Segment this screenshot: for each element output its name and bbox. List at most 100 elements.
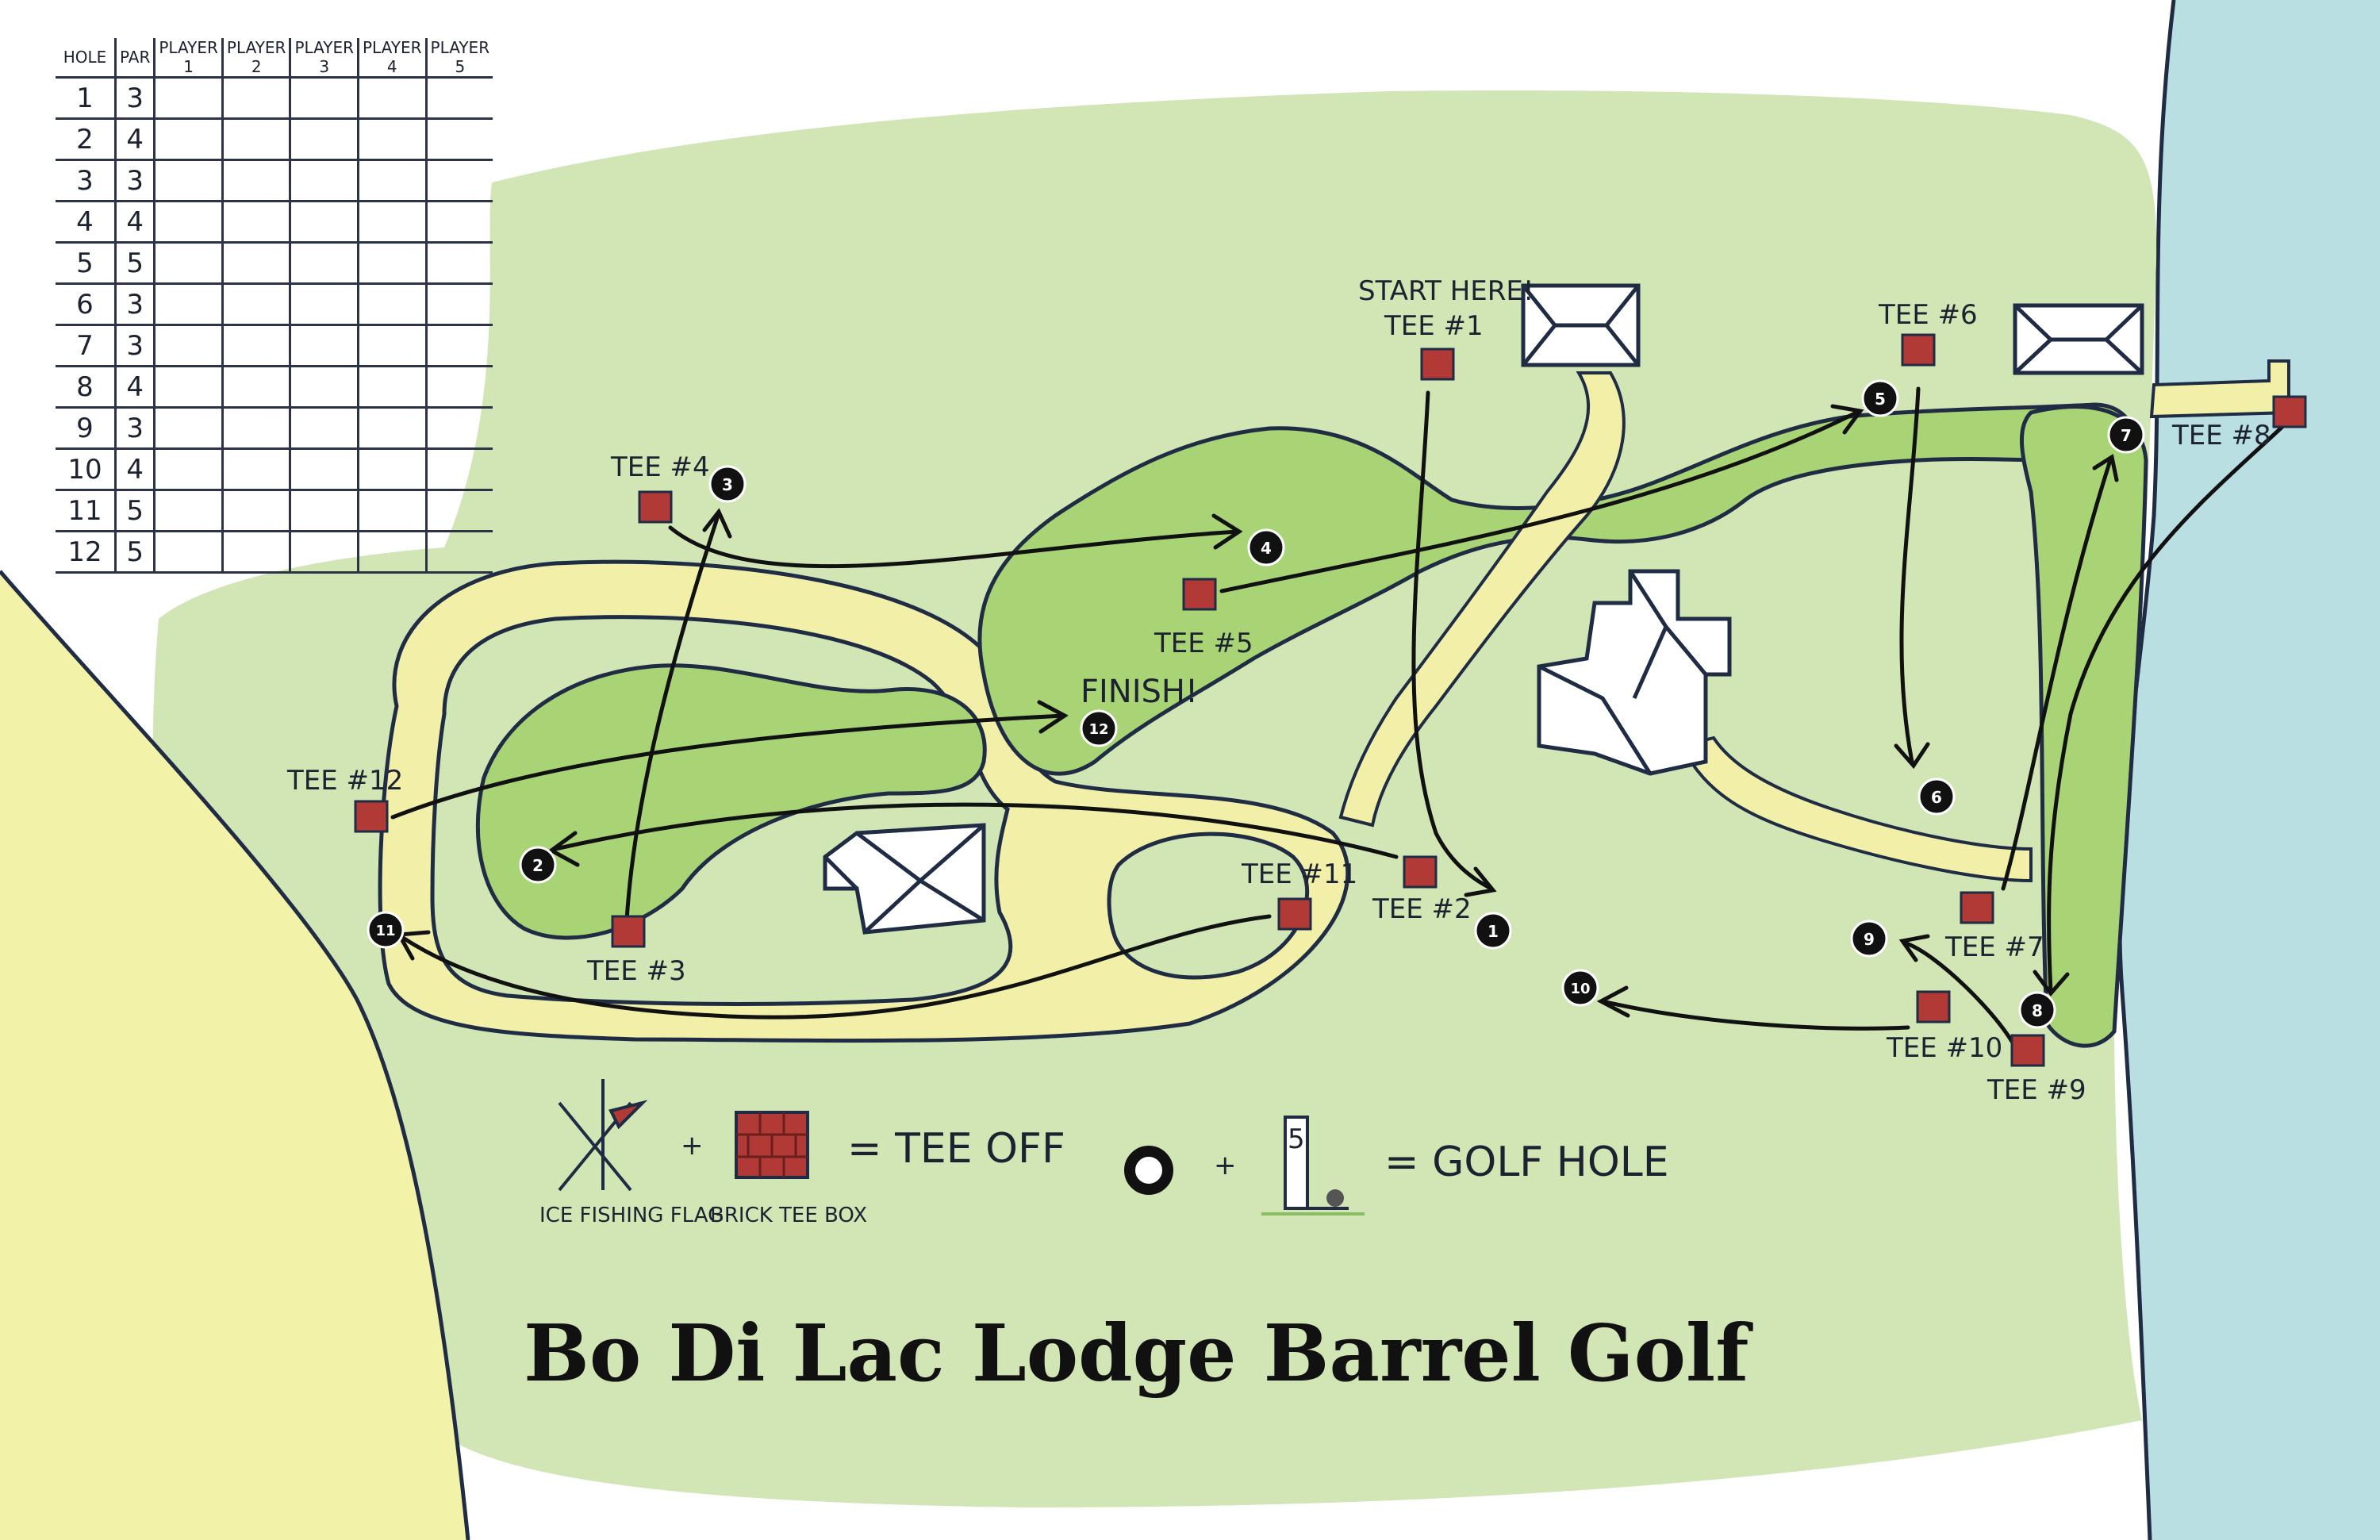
tee-label-7: TEE #7	[1944, 931, 2044, 963]
player-3-score-cell[interactable]	[289, 448, 359, 491]
player-3-score-cell[interactable]	[289, 118, 359, 161]
header-hole: HOLE	[56, 38, 116, 79]
player-2-score-cell[interactable]	[221, 159, 290, 202]
player-3-score-cell[interactable]	[289, 77, 359, 120]
player-5-score-cell[interactable]	[424, 242, 493, 285]
player-2-score-cell[interactable]	[221, 448, 290, 491]
shot-arrows	[390, 386, 2287, 1050]
hole-number-cell: 10	[56, 448, 116, 491]
hole-number-cell: 11	[56, 490, 116, 532]
player-4-score-cell[interactable]	[357, 242, 427, 285]
player-2-score-cell[interactable]	[221, 242, 290, 285]
par-cell: 3	[113, 325, 155, 367]
tee-label-1: TEE #1	[1384, 310, 1484, 342]
player-2-score-cell[interactable]	[221, 531, 290, 574]
par-cell: 3	[113, 407, 155, 450]
player-5-score-cell[interactable]	[424, 366, 493, 409]
player-3-score-cell[interactable]	[289, 283, 359, 326]
hole-number-cell: 9	[56, 407, 116, 450]
player-5-score-cell[interactable]	[424, 201, 493, 244]
dock	[2149, 359, 2290, 419]
player-5-score-cell[interactable]	[424, 448, 493, 491]
plus-sign-tee: +	[681, 1130, 704, 1162]
hole-marker-11: 11	[367, 911, 405, 949]
player-1-score-cell[interactable]	[153, 325, 223, 367]
player-4-score-cell[interactable]	[357, 159, 427, 202]
player-5-score-cell[interactable]	[424, 77, 493, 120]
player-2-score-cell[interactable]	[221, 325, 290, 367]
player-4-score-cell[interactable]	[357, 531, 427, 574]
player-4-score-cell[interactable]	[357, 448, 427, 491]
player-5-score-cell[interactable]	[424, 407, 493, 450]
player-1-score-cell[interactable]	[153, 490, 223, 532]
player-1-score-cell[interactable]	[153, 242, 223, 285]
left-road	[0, 571, 468, 1540]
svg-text:4: 4	[1261, 539, 1272, 558]
par-cell: 4	[113, 448, 155, 491]
player-1-score-cell[interactable]	[153, 366, 223, 409]
hole-number-cell: 7	[56, 325, 116, 367]
player-5-score-cell[interactable]	[424, 490, 493, 532]
player-4-score-cell[interactable]	[357, 366, 427, 409]
player-1-score-cell[interactable]	[153, 531, 223, 574]
player-3-score-cell[interactable]	[289, 366, 359, 409]
hole-marker-5: 5	[1861, 379, 1899, 417]
player-3-score-cell[interactable]	[289, 242, 359, 285]
player-2-score-cell[interactable]	[221, 118, 290, 161]
hole-marker-10: 10	[1561, 969, 1599, 1007]
arrow-heads	[395, 404, 2119, 1018]
player-2-score-cell[interactable]	[221, 283, 290, 326]
player-4-score-cell[interactable]	[357, 283, 427, 326]
player-4-score-cell[interactable]	[357, 325, 427, 367]
par-cell: 4	[113, 118, 155, 161]
tee-box-11	[1277, 897, 1312, 931]
player-4-score-cell[interactable]	[357, 201, 427, 244]
player-4-score-cell[interactable]	[357, 407, 427, 450]
tee-box-10	[1916, 990, 1951, 1023]
player-4-score-cell[interactable]	[357, 490, 427, 532]
player-5-score-cell[interactable]	[424, 159, 493, 202]
player-5-score-cell[interactable]	[424, 531, 493, 574]
tee-label-6: TEE #6	[1878, 299, 1978, 331]
scorecard-header-row: HOLE PAR PLAYER 1 PLAYER 2 PLAYER 3 PLAY…	[56, 38, 493, 79]
player-2-score-cell[interactable]	[221, 77, 290, 120]
player-2-score-cell[interactable]	[221, 490, 290, 532]
player-5-score-cell[interactable]	[424, 118, 493, 161]
player-4-score-cell[interactable]	[357, 118, 427, 161]
player-1-score-cell[interactable]	[153, 159, 223, 202]
player-3-score-cell[interactable]	[289, 201, 359, 244]
fairway-west	[475, 663, 987, 940]
player-3-score-cell[interactable]	[289, 325, 359, 367]
player-1-score-cell[interactable]	[153, 118, 223, 161]
hole-marker-12: 12	[1080, 709, 1118, 747]
brick-caption: BRICK TEE BOX	[710, 1204, 867, 1227]
player-3-score-cell[interactable]	[289, 159, 359, 202]
par-cell: 5	[113, 490, 155, 532]
player-3-score-cell[interactable]	[289, 407, 359, 450]
player-5-score-cell[interactable]	[424, 283, 493, 326]
player-2-score-cell[interactable]	[221, 407, 290, 450]
player-1-score-cell[interactable]	[153, 201, 223, 244]
tee-box-3	[611, 915, 646, 948]
player-5-score-cell[interactable]	[424, 325, 493, 367]
flag-caption: ICE FISHING FLAG	[539, 1204, 724, 1227]
player-3-score-cell[interactable]	[289, 531, 359, 574]
player-1-score-cell[interactable]	[153, 283, 223, 326]
par-cell: 4	[113, 366, 155, 409]
player-2-score-cell[interactable]	[221, 366, 290, 409]
player-1-score-cell[interactable]	[153, 407, 223, 450]
player-2-score-cell[interactable]	[221, 201, 290, 244]
player-3-score-cell[interactable]	[289, 490, 359, 532]
tee-label-9: TEE #9	[1987, 1074, 2086, 1106]
player-1-score-cell[interactable]	[153, 448, 223, 491]
svg-text:11: 11	[375, 923, 395, 939]
fairway-east	[2020, 405, 2148, 1048]
player-1-score-cell[interactable]	[153, 77, 223, 120]
player-4-score-cell[interactable]	[357, 77, 427, 120]
